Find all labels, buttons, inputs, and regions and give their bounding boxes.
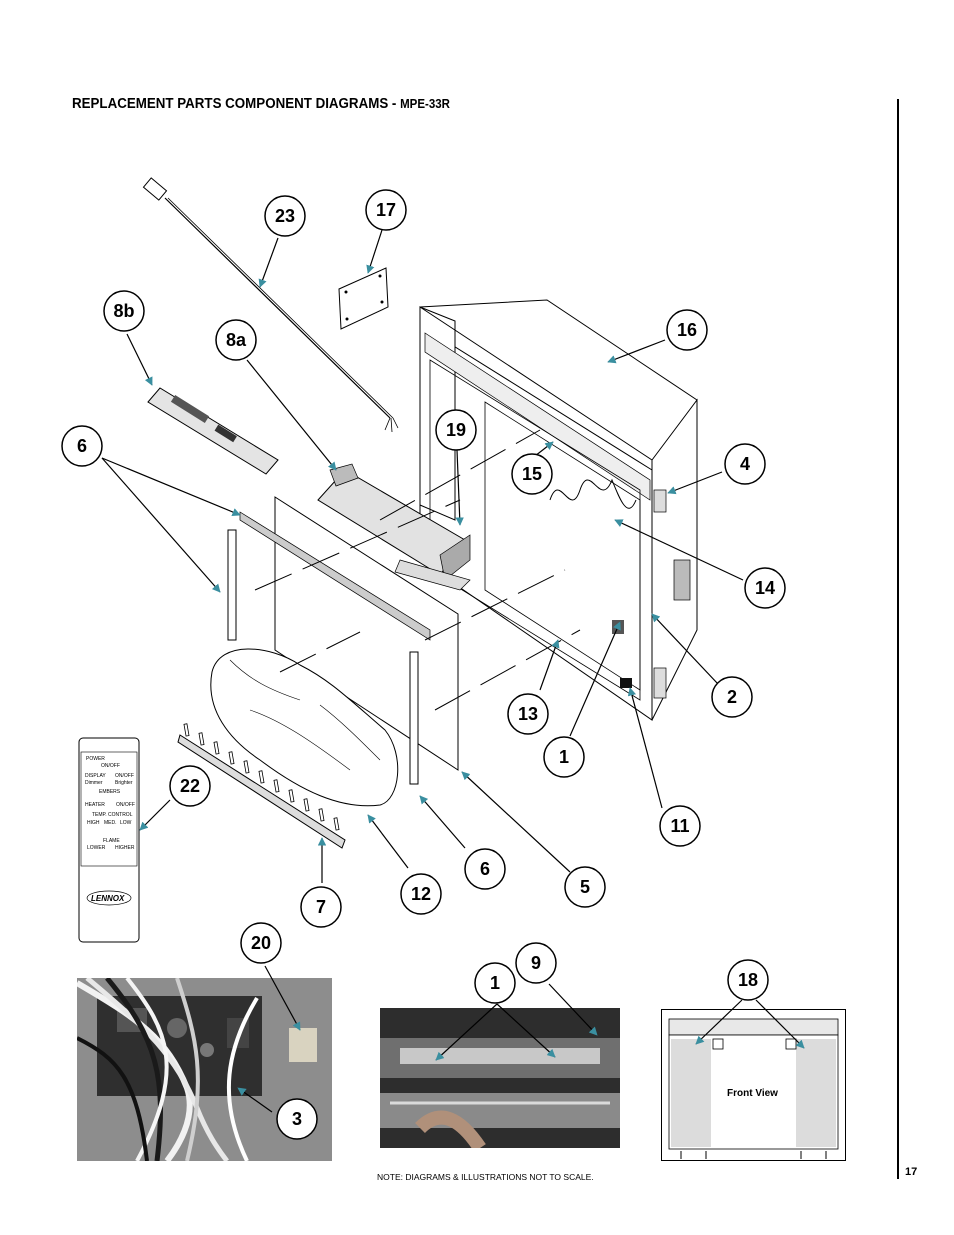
remote-onoff3-label: ON/OFF [116,802,135,808]
scale-note: NOTE: DIAGRAMS & ILLUSTRATIONS NOT TO SC… [377,1172,594,1182]
callout-5-label: 5 [580,877,590,897]
callout-12: 12 [400,873,442,915]
callout-17-label: 17 [376,200,396,220]
remote-med-label: MED. [104,820,117,826]
control-board [147,387,279,475]
callout-18: 18 [727,959,769,1001]
remote-high-label: HIGH [87,820,100,826]
remote-embers-label: EMBERS [99,789,121,795]
remote-onoff2-label: ON/OFF [115,773,134,779]
callout-20: 20 [240,922,282,964]
side-trim [227,529,419,785]
page-title: REPLACEMENT PARTS COMPONENT DIAGRAMS - M… [72,96,450,112]
callout-11: 11 [659,805,701,847]
callout-19-label: 19 [446,420,466,440]
callout-8a: 8a [215,319,257,361]
callout-7: 7 [300,886,342,928]
remote-temp-label: TEMP. CONTROL [92,812,133,818]
callouts: 23 17 8b 8a 16 6 19 15 4 14 2 13 1 22 11… [61,189,786,1140]
lennox-logo [86,890,132,906]
callout-12-label: 12 [411,884,431,904]
callout-13: 13 [507,693,549,735]
power-cord [142,177,399,433]
callout-2-label: 2 [727,687,737,707]
remote-brighter-label: Brighter [115,780,133,786]
left-ember-bed [671,1039,711,1147]
remote-higher-label: HIGHER [115,845,135,851]
callout-20-label: 20 [251,933,271,953]
callout-13-label: 13 [518,704,538,724]
leader-lines [101,229,805,1113]
callout-23: 23 [264,195,306,237]
callout-6-bottom-label: 6 [480,859,490,879]
remote-power-label: POWER [86,756,105,762]
transformer [289,1028,317,1062]
right-ember-bed [796,1039,836,1147]
remote-control: POWER ON/OFF DISPLAY Dimmer ON/OFF Brigh… [78,737,140,943]
title-text: REPLACEMENT PARTS COMPONENT DIAGRAMS - [72,96,401,112]
circuit-board-illustration [77,978,332,1161]
callout-4: 4 [724,443,766,485]
callout-15-label: 15 [522,464,542,484]
callout-14: 14 [744,567,786,609]
heater-assembly [317,463,471,591]
callout-22-label: 22 [180,776,200,796]
remote-heater-label: HEATER [85,802,105,808]
callout-7-label: 7 [316,897,326,917]
callout-6-top-label: 6 [77,436,87,456]
callout-18-label: 18 [738,970,758,990]
callout-8b-label: 8b [113,301,134,321]
callout-8a-label: 8a [226,330,247,350]
remote-display-label: DISPLAY [85,773,106,779]
remote-brand: LENNOX [91,894,125,903]
callout-23-label: 23 [275,206,295,226]
model-number: MPE-33R [400,97,450,111]
callout-5: 5 [564,866,606,908]
firebox [419,299,698,721]
callout-17: 17 [365,189,407,231]
callout-14-label: 14 [755,578,775,598]
callout-9: 9 [515,942,557,984]
callout-1-photo: 1 [474,962,516,1004]
callout-6-top: 6 [61,425,103,467]
callout-16: 16 [666,309,708,351]
callout-6-bottom: 6 [464,848,506,890]
remote-low-label: LOW [120,820,132,826]
ember-grate [177,723,346,849]
heater-element-illustration [380,1008,620,1148]
callout-9-label: 9 [531,953,541,973]
mounting-plate [338,267,389,330]
front-view-illustration: Front View [661,1009,846,1161]
callout-4-label: 4 [740,454,750,474]
heater-element-photo [380,1008,620,1148]
callout-1-main: 1 [543,736,585,778]
front-view-panel: Front View [661,1009,846,1161]
callout-15: 15 [511,453,553,495]
remote-flame-label: FLAME [103,838,120,844]
page-right-rule [897,99,899,1179]
callout-2: 2 [711,676,753,718]
callout-16-label: 16 [677,320,697,340]
page-number: 17 [905,1166,918,1178]
log-set [210,648,399,807]
front-view-label: Front View [727,1088,778,1099]
remote-dimmer-label: Dimmer [85,780,103,786]
callout-8b: 8b [103,290,145,332]
remote-lower-label: LOWER [87,845,106,851]
callout-3: 3 [276,1098,318,1140]
callout-1-main-label: 1 [559,747,569,767]
callout-19: 19 [435,409,477,451]
callout-1-photo-label: 1 [490,973,500,993]
remote-onoff-label: ON/OFF [101,763,120,769]
callout-22: 22 [169,765,211,807]
callout-11-label: 11 [670,816,689,836]
callout-3-label: 3 [292,1109,302,1129]
